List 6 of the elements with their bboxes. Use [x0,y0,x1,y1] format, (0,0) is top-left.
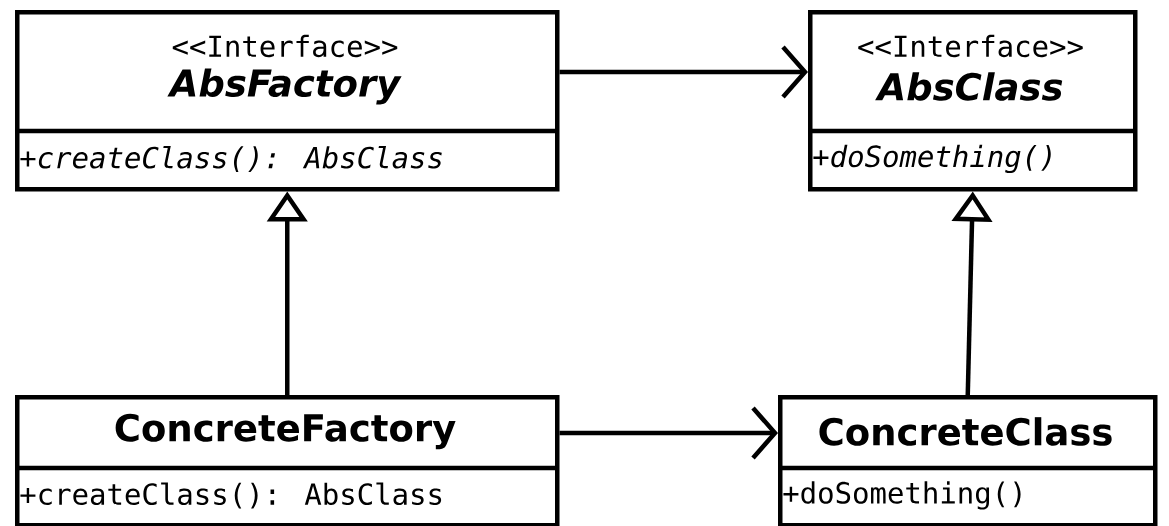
association-arrow [559,45,808,99]
class-box: <<Interface>> AbsClass +doSomething() [808,10,1138,192]
association-arrow [559,406,778,460]
class-box: ConcreteFactory +createClass(): AbsClass [15,395,560,526]
class-box: ConcreteClass +doSomething() [778,395,1158,526]
class-box: <<Interface>> AbsFactory +createClass(): AbsClass [15,10,560,192]
